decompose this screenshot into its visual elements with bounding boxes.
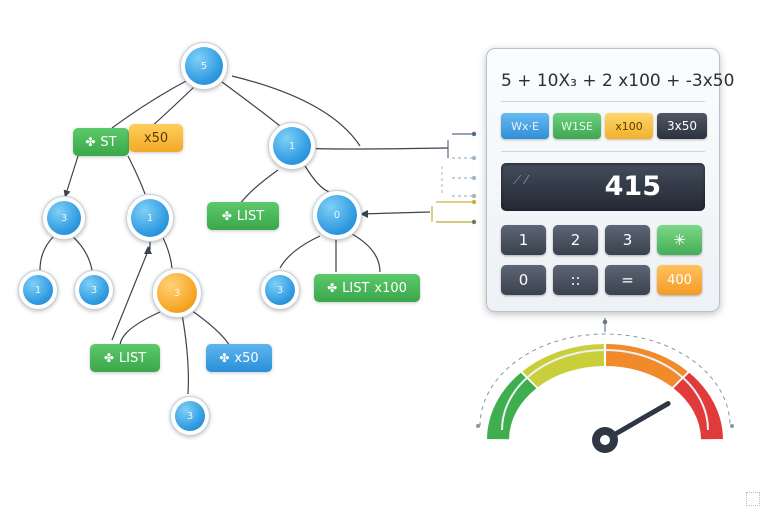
tag-label: LIST (342, 280, 370, 296)
tree-node[interactable]: 1 (126, 194, 174, 242)
tag-label: x50 (143, 130, 169, 146)
tree-node-label: 1 (273, 127, 311, 165)
tree-node[interactable]: 3 (74, 270, 114, 310)
tree-node[interactable]: 3 (42, 196, 86, 240)
function-button[interactable]: 3x50 (657, 113, 707, 139)
tree-node-label: 3 (265, 275, 295, 305)
gauge-endpoint (730, 424, 734, 428)
tree-node-label: 3 (47, 201, 81, 235)
key-label: 1 (518, 231, 529, 249)
function-label: 3x50 (666, 119, 697, 133)
gauge-segment (605, 344, 688, 388)
tag-label: x50 (234, 350, 259, 366)
gauge-connector-dot (602, 319, 608, 325)
gauge-segment (522, 344, 605, 388)
calculator-panel: 5 + 10X₃ + 2 x100 + -3x50 Wx·E W1SE x100… (486, 48, 735, 312)
function-button[interactable]: x100 (605, 113, 653, 139)
key-1[interactable]: 1 (501, 225, 546, 255)
divider (501, 101, 705, 102)
tree-node-label: 1 (23, 275, 53, 305)
tag-list[interactable]: ✤ LIST (207, 202, 279, 230)
function-label: Wx·E (511, 119, 539, 133)
multiply-icon: ✳ (673, 231, 686, 249)
key-label: 3 (622, 231, 633, 249)
gauge (476, 318, 734, 453)
tag-label: LIST (118, 350, 147, 366)
key-equals[interactable]: = (605, 265, 650, 295)
tree-node[interactable]: 0 (312, 190, 362, 240)
tag-suffix: x100 (374, 280, 407, 296)
key-0[interactable]: 0 (501, 265, 546, 295)
gauge-segment (487, 372, 537, 440)
display-glare: ⟋ ⁄ (513, 173, 528, 187)
gauge-inner-arc (501, 349, 709, 431)
function-button[interactable]: W1SE (553, 113, 601, 139)
gauge-hub-center (600, 435, 610, 445)
tree-node[interactable]: 3 (260, 270, 300, 310)
resize-handle[interactable] (746, 492, 760, 506)
key-label: 0 (518, 271, 529, 289)
key-label: 2 (570, 231, 581, 249)
tree-node-label: 5 (185, 47, 223, 85)
result-display: ⟋ ⁄ 415 (501, 163, 705, 211)
key-divide[interactable]: :: (553, 265, 598, 295)
key-multiply[interactable]: ✳ (657, 225, 702, 255)
function-button[interactable]: Wx·E (501, 113, 549, 139)
key-label: 400 (667, 272, 692, 288)
flower-icon: ✤ (327, 281, 338, 295)
divider (501, 151, 705, 152)
tree-node[interactable]: 1 (18, 270, 58, 310)
tag-list-x100[interactable]: ✤ LIST x100 (314, 274, 420, 302)
tag-x50-blue[interactable]: ✤ x50 (206, 344, 272, 372)
tree-node-label: 3 (79, 275, 109, 305)
tree-node[interactable]: 1 (268, 122, 316, 170)
function-label: W1SE (561, 119, 593, 133)
tree-node[interactable]: 3 (170, 396, 210, 436)
key-3[interactable]: 3 (605, 225, 650, 255)
tag-list[interactable]: ✤ LIST (90, 344, 160, 372)
flower-icon: ✤ (85, 135, 96, 149)
expression-text: 5 + 10X₃ + 2 x100 + -3x50 (501, 71, 735, 91)
flower-icon: ✤ (103, 351, 114, 365)
gauge-segment (673, 372, 723, 440)
function-label: x100 (615, 119, 643, 133)
tree-node-label: 1 (131, 199, 169, 237)
divide-icon: :: (570, 271, 581, 289)
tag-st[interactable]: ✤ ST (73, 128, 129, 156)
gauge-endpoint (476, 424, 480, 428)
tree-node-label: 3 (175, 401, 205, 431)
equals-icon: = (621, 271, 634, 289)
display-value: 415 (604, 171, 661, 202)
tag-label: ST (100, 134, 117, 150)
key-400[interactable]: 400 (657, 265, 702, 295)
tree-node-highlighted[interactable]: 3 (152, 268, 202, 318)
tag-label: LIST (236, 208, 265, 224)
tree-node-label: 3 (157, 273, 197, 313)
flower-icon: ✤ (219, 351, 230, 365)
tag-x50[interactable]: x50 (129, 124, 183, 152)
flower-icon: ✤ (221, 209, 232, 223)
tree-node-label: 0 (317, 195, 357, 235)
gauge-outer-arc (479, 333, 731, 427)
key-2[interactable]: 2 (553, 225, 598, 255)
tree-node-root[interactable]: 5 (180, 42, 228, 90)
